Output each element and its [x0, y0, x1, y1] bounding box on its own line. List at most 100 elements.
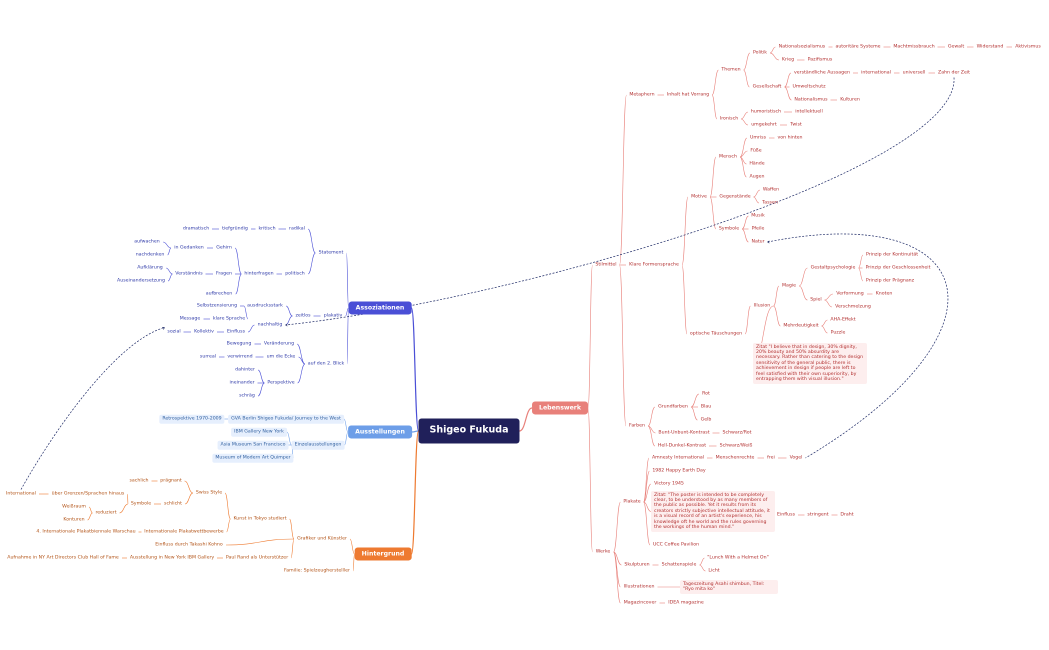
node-sww[interactable]: Schwarz/Weiß	[719, 443, 753, 449]
node-umg[interactable]: umgekehrt	[751, 122, 777, 128]
node-vic[interactable]: Victory 1945	[654, 481, 684, 487]
node-kla[interactable]: Klare Formensprache	[629, 262, 679, 268]
node-nal[interactable]: Nationalismus	[794, 97, 828, 103]
node-amn[interactable]: Amnesty International	[651, 455, 705, 461]
node-geg[interactable]: Gegenstände	[719, 194, 751, 200]
node-sur[interactable]: surreal	[199, 354, 217, 360]
node-pra[interactable]: Prinzip der Prägnanz	[865, 278, 915, 284]
node-spi[interactable]: Spiel	[810, 297, 822, 303]
node-central[interactable]: Shigeo Fukuda	[418, 418, 520, 444]
node-nah[interactable]: nachhaltig	[257, 322, 283, 328]
node-wer[interactable]: Werke	[595, 549, 611, 555]
node-stm[interactable]: Statement	[318, 250, 344, 256]
node-ume[interactable]: um die Ecke	[266, 354, 296, 360]
node-pau[interactable]: Paul Rand als Unterstützer	[225, 555, 289, 561]
node-prg[interactable]: prägnant	[160, 478, 182, 484]
node-zi2[interactable]: Zitat: "The poster is intended to be com…	[651, 491, 775, 533]
node-aha[interactable]: AHA-Effekt	[830, 317, 856, 323]
node-mus[interactable]: Musik	[751, 213, 765, 219]
node-met[interactable]: Metaphern	[629, 92, 655, 98]
node-ass[interactable]: Assoziationen	[348, 301, 412, 315]
node-hal[interactable]: Aufnahme in NY Art Directors Club Hall o…	[7, 555, 119, 561]
node-sac[interactable]: sachlich	[129, 478, 149, 484]
node-twi[interactable]: Twist	[790, 122, 802, 128]
node-ucc[interactable]: UCC Coffee Pavilion	[652, 542, 700, 548]
node-vst[interactable]: Verständnis	[175, 271, 203, 277]
node-sli[interactable]: schlicht	[164, 501, 182, 507]
node-sel[interactable]: Selbstzensierung	[196, 303, 238, 309]
node-aus[interactable]: Ausstellungen	[348, 425, 412, 439]
node-abr[interactable]: aufbrechen	[205, 291, 233, 297]
node-kno[interactable]: Knoten	[875, 291, 893, 297]
node-hin[interactable]: Hintergrund	[354, 547, 412, 561]
node-ezl[interactable]: Einzelausstellungen	[291, 440, 345, 450]
node-tie[interactable]: tiefgründig	[222, 226, 248, 232]
node-zah[interactable]: Zahn der Zeit	[937, 70, 971, 76]
node-zei[interactable]: zeitlos	[295, 313, 311, 319]
node-umr[interactable]: Umriss	[749, 135, 767, 141]
node-mot[interactable]: Motive	[691, 194, 707, 200]
node-kul[interactable]: Kulturen	[840, 97, 860, 103]
node-kol[interactable]: Kollektiv	[194, 329, 214, 335]
node-qui[interactable]: Museum of Modern Art Quimper	[212, 453, 294, 463]
node-akt[interactable]: Aktivismus	[1015, 44, 1041, 50]
node-ilu[interactable]: Illustrationen	[623, 584, 655, 590]
node-plk[interactable]: plakativ	[323, 313, 343, 319]
node-vae[interactable]: Veränderung	[263, 341, 295, 347]
node-zwe[interactable]: auf den 2. Blick	[307, 361, 345, 367]
node-inl[interactable]: intellektuell	[795, 109, 823, 115]
node-swr[interactable]: Schwarz/Rot	[722, 430, 752, 436]
node-paz[interactable]: Pazifismus	[807, 57, 833, 63]
node-vwi[interactable]: verwirrend	[227, 354, 253, 360]
node-umw[interactable]: Umweltschutz	[792, 84, 826, 90]
node-mac[interactable]: Machtmissbrauch	[893, 44, 935, 50]
node-far[interactable]: Farben	[629, 423, 645, 429]
node-stil[interactable]: Stilmittel	[595, 262, 617, 268]
node-fam[interactable]: Familie: Spielzeugherstelller	[284, 568, 350, 574]
node-kri[interactable]: Krieg	[781, 57, 795, 63]
node-aus2[interactable]: Auseinandersetzung	[117, 278, 165, 284]
node-fue[interactable]: Füße	[750, 148, 762, 154]
node-iro[interactable]: Ironisch	[719, 116, 739, 122]
node-dra2[interactable]: dramatisch	[182, 226, 210, 232]
node-ibm[interactable]: IBM Gallery New York	[231, 427, 287, 437]
node-ing[interactable]: in Gedanken	[174, 245, 204, 251]
node-wid[interactable]: Widerstand	[976, 44, 1004, 50]
node-bew[interactable]: Bewegung	[226, 341, 252, 347]
node-red[interactable]: reduziert	[95, 510, 117, 516]
node-nat[interactable]: Nationalsozialismus	[778, 44, 826, 50]
node-meh[interactable]: Mehrdeutigkeit	[783, 323, 819, 329]
node-per[interactable]: Perspektive	[267, 380, 295, 386]
node-dra[interactable]: Draht	[840, 512, 854, 518]
node-gru[interactable]: Grundfarben	[658, 404, 688, 410]
node-gew[interactable]: Gewalt	[947, 44, 965, 50]
node-rad[interactable]: radikal	[289, 226, 305, 232]
node-ide[interactable]: IDEA magazine	[668, 600, 704, 606]
node-hum[interactable]: humoristisch	[750, 109, 782, 115]
node-einf[interactable]: Einfluss	[776, 512, 796, 518]
node-men[interactable]: Mensch	[719, 154, 737, 160]
node-pfe[interactable]: Pfeile	[751, 226, 765, 232]
node-hlm[interactable]: "Lunch With a Helmet On"	[707, 555, 769, 561]
node-fra[interactable]: Fragen	[216, 271, 232, 277]
node-hel[interactable]: Hell-Dunkel-Kontrast	[657, 443, 707, 449]
node-dah[interactable]: dahinter	[235, 367, 255, 373]
node-scr[interactable]: schräg	[239, 393, 255, 399]
node-gsp[interactable]: Gestaltpsychologie	[810, 265, 856, 271]
node-nac[interactable]: nachdenken	[135, 252, 165, 258]
node-asa[interactable]: Tageszeitung Asahi shimbun, Titel: "Ryo …	[680, 580, 778, 594]
node-ueb[interactable]: über Grenzen/Sprachen hinaus	[51, 491, 125, 497]
node-ver[interactable]: verständliche Aussagen	[794, 70, 850, 76]
node-adr[interactable]: ausdrucksstark	[247, 303, 283, 309]
node-asi[interactable]: Asia Museum San Francisco	[217, 440, 289, 450]
node-bun[interactable]: Bunt-Unbunt-Kontrast	[658, 430, 710, 436]
node-ein2[interactable]: Einfluss	[226, 329, 246, 335]
node-auf[interactable]: aufwachen	[134, 239, 160, 245]
node-koh[interactable]: Einfluss durch Takashi Kohno	[155, 542, 223, 548]
node-wet[interactable]: Internationale Plakatwettbewerbe	[144, 529, 224, 535]
node-int[interactable]: international	[861, 70, 891, 76]
node-vhi[interactable]: von hinten	[777, 135, 803, 141]
node-kun[interactable]: Kunst in Tokyo studiert	[233, 516, 287, 522]
node-leb[interactable]: Lebenswerk	[532, 401, 588, 415]
node-ill[interactable]: Illusion	[753, 303, 771, 309]
